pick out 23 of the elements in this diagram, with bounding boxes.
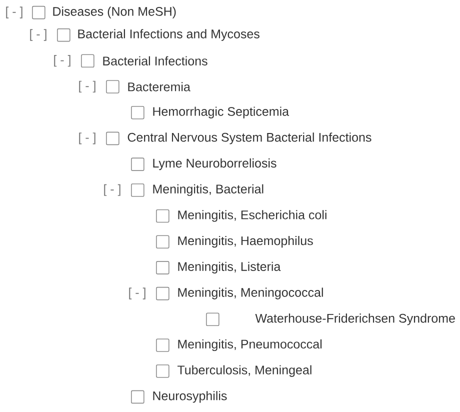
item-label: Meningitis, Bacterial (153, 184, 264, 196)
item-label: Meningitis, Haemophilus (178, 236, 313, 248)
item-label: Meningitis, Meningococcal (178, 288, 323, 300)
item-label: Meningitis, Listeria (178, 262, 281, 274)
item-label: Neurosyphilis (153, 391, 227, 403)
item-label: Bacterial Infections (103, 56, 208, 66)
item-label: Hemorrhagic Septicemia (153, 106, 290, 118)
item-label: Tuberculosis, Meningeal (177, 365, 312, 377)
item-label: Bacterial Infections and Mycoses (78, 29, 260, 41)
item-label: Waterhouse-Friderichsen Syndrome (255, 314, 455, 326)
collapse-toggle: [ - ] (104, 184, 120, 196)
collapse-toggle: [ - ] (6, 6, 22, 18)
item-label: Central Nervous System Bacterial Infections (128, 132, 372, 144)
item-label: Bacteremia (128, 82, 190, 92)
item-label: Lyme Neuroborreliosis (153, 158, 276, 170)
collapse-toggle: [ - ] (129, 288, 146, 300)
item-label: Meningitis, Escherichia coli (178, 210, 326, 222)
collapse-toggle: [ - ] (30, 29, 46, 41)
item-label: Diseases (Non MeSH) (53, 6, 176, 18)
collapse-toggle: [ - ] (79, 132, 96, 144)
collapse-toggle: [ - ] (79, 80, 96, 93)
item-label: Meningitis, Pneumococcal (178, 339, 322, 352)
collapse-toggle: [ - ] (54, 55, 70, 67)
